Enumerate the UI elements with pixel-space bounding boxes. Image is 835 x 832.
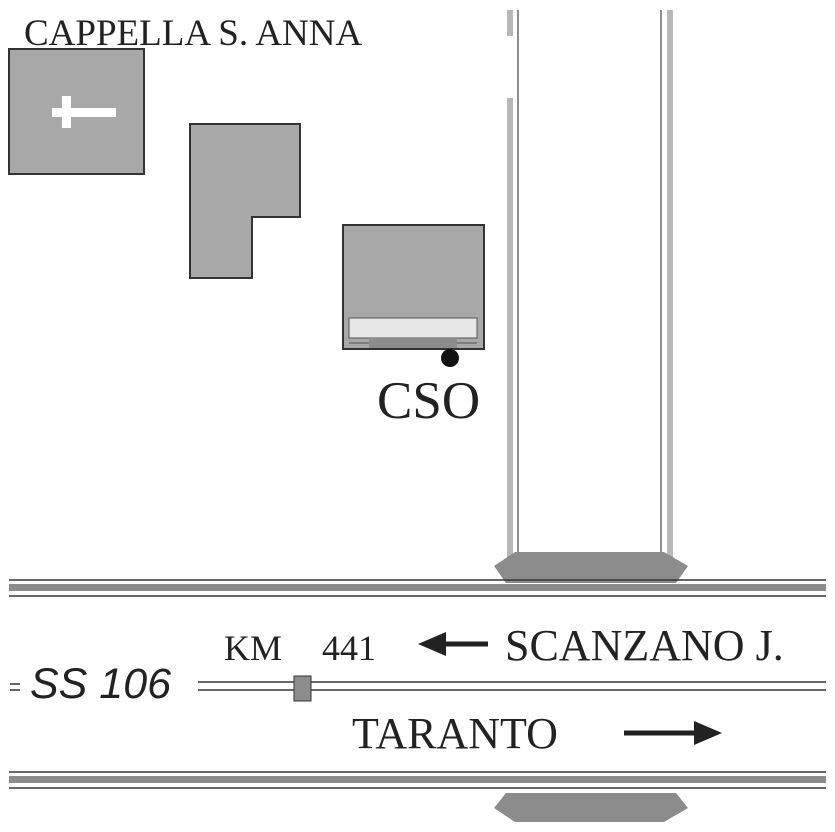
km-marker xyxy=(293,675,312,702)
main-road xyxy=(9,579,826,822)
station-dot-icon xyxy=(441,349,459,367)
arrow-left-icon xyxy=(418,632,488,656)
road-name: SS 106 xyxy=(30,660,171,708)
direction-left-label: SCANZANO J. xyxy=(505,621,784,670)
place-label: CAPPELLA S. ANNA xyxy=(24,13,362,54)
l-shaped-building xyxy=(189,123,301,279)
station-building xyxy=(342,224,485,350)
direction-right-label: TARANTO xyxy=(352,709,558,758)
km-value: 441 xyxy=(322,628,376,668)
station-label: CSO xyxy=(377,372,480,430)
arrow-right-icon xyxy=(624,721,722,745)
junction-apron-bottom xyxy=(494,793,688,822)
km-label: KM xyxy=(224,628,282,668)
cross-icon xyxy=(52,96,116,128)
junction-apron-top xyxy=(494,552,688,583)
side-road xyxy=(494,10,688,583)
chapel-building xyxy=(8,48,145,175)
